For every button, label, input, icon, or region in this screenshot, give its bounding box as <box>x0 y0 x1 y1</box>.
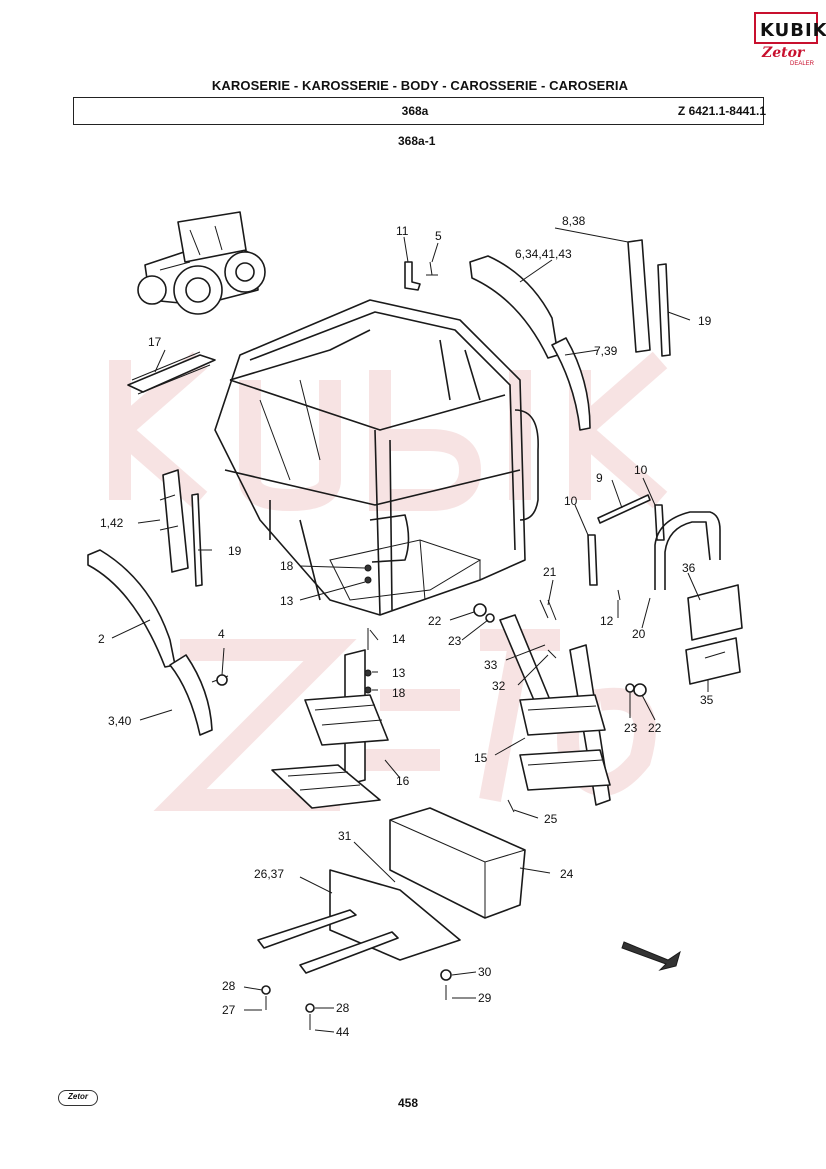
part-11-5 <box>404 261 438 291</box>
callout-label: 16 <box>396 774 410 788</box>
step-assembly-16 <box>271 649 389 809</box>
callout-label: 10 <box>634 463 648 477</box>
callout-label: 12 <box>600 614 614 628</box>
callout-label: 24 <box>560 867 574 881</box>
leader-lines <box>111 227 709 1033</box>
callout-label: 20 <box>632 627 646 641</box>
callout-label: 21 <box>543 565 557 579</box>
header-box <box>73 97 764 125</box>
callout-label: 1,42 <box>100 516 124 530</box>
step-assembly-15 <box>499 614 611 806</box>
page-number: 458 <box>398 1096 419 1110</box>
part-8-38 <box>627 239 671 357</box>
part-3-40 <box>169 654 229 736</box>
callout-label: 18 <box>392 686 406 700</box>
callout-label: 28 <box>336 1001 350 1015</box>
callout-label: 32 <box>492 679 506 693</box>
callout-label: 13 <box>392 666 406 680</box>
callout-label: 8,38 <box>562 214 586 228</box>
callout-label: 31 <box>338 829 352 843</box>
callout-label: 22 <box>428 614 442 628</box>
callout-label: 33 <box>484 658 498 672</box>
callout-label: 26,37 <box>254 867 284 881</box>
part-6-34-41-43 <box>469 255 559 359</box>
tractor-thumbnail <box>137 211 266 315</box>
kubik-logo-box: KUBIK <box>754 12 826 44</box>
callout-label: 23 <box>448 634 462 648</box>
callout-label: 17 <box>148 335 162 349</box>
callout-label: 11 <box>396 224 409 238</box>
zetor-logo-text: Zetor <box>762 45 805 61</box>
callout-label: 2 <box>98 632 105 646</box>
callout-label: 13 <box>280 594 294 608</box>
callout-label: 18 <box>280 559 294 573</box>
dealer-logo-text: DEALER <box>790 61 815 67</box>
callout-label: 15 <box>474 751 488 765</box>
callout-label: 30 <box>478 965 492 979</box>
callout-label: 9 <box>596 471 603 485</box>
part-7-39 <box>551 337 591 431</box>
callout-label: 25 <box>544 812 558 826</box>
part-2 <box>87 549 176 668</box>
bolts <box>216 564 647 1030</box>
section-code: 368a <box>401 104 429 118</box>
cab-frame <box>214 299 539 616</box>
callout-labels: 11 5 8,38 6,34,41,43 19 17 7,39 9 10 10 … <box>98 214 714 1039</box>
part-36-35 <box>685 584 743 685</box>
callout-label: 3,40 <box>108 714 132 728</box>
callout-label: 4 <box>218 627 225 641</box>
part-9-10 <box>587 494 665 586</box>
box-24 <box>389 807 526 919</box>
watermark <box>109 351 668 811</box>
page-title: KAROSERIE - KAROSSERIE - BODY - CAROSSER… <box>211 78 629 93</box>
callout-label: 6,34,41,43 <box>515 247 572 261</box>
model-code: Z 6421.1-8441.1 <box>677 104 766 118</box>
callout-label: 19 <box>698 314 712 328</box>
callout-label: 27 <box>222 1003 236 1017</box>
callout-label: 23 <box>624 721 638 735</box>
zetor-footer-logo: Zetor <box>58 1090 98 1106</box>
callout-label: 19 <box>228 544 242 558</box>
callout-label: 44 <box>336 1025 350 1039</box>
callout-label: 22 <box>648 721 662 735</box>
callout-label: 28 <box>222 979 236 993</box>
part-1-42 <box>159 469 203 587</box>
callout-label: 35 <box>700 693 714 707</box>
kubik-logo-text: KUBIK <box>760 20 826 41</box>
subsection-code: 368a-1 <box>398 134 436 148</box>
callout-label: 36 <box>682 561 696 575</box>
bracket-26-37 <box>257 869 461 974</box>
direction-arrow-icon <box>621 941 681 971</box>
callout-label: 5 <box>435 229 442 243</box>
callout-label: 29 <box>478 991 492 1005</box>
part-17 <box>127 351 216 395</box>
kubik-zetor-logo: KUBIK Zetor DEALER <box>754 12 826 72</box>
callout-label: 7,39 <box>594 344 618 358</box>
part-20 <box>654 511 721 590</box>
callout-label: 10 <box>564 494 578 508</box>
callout-label: 14 <box>392 632 406 646</box>
